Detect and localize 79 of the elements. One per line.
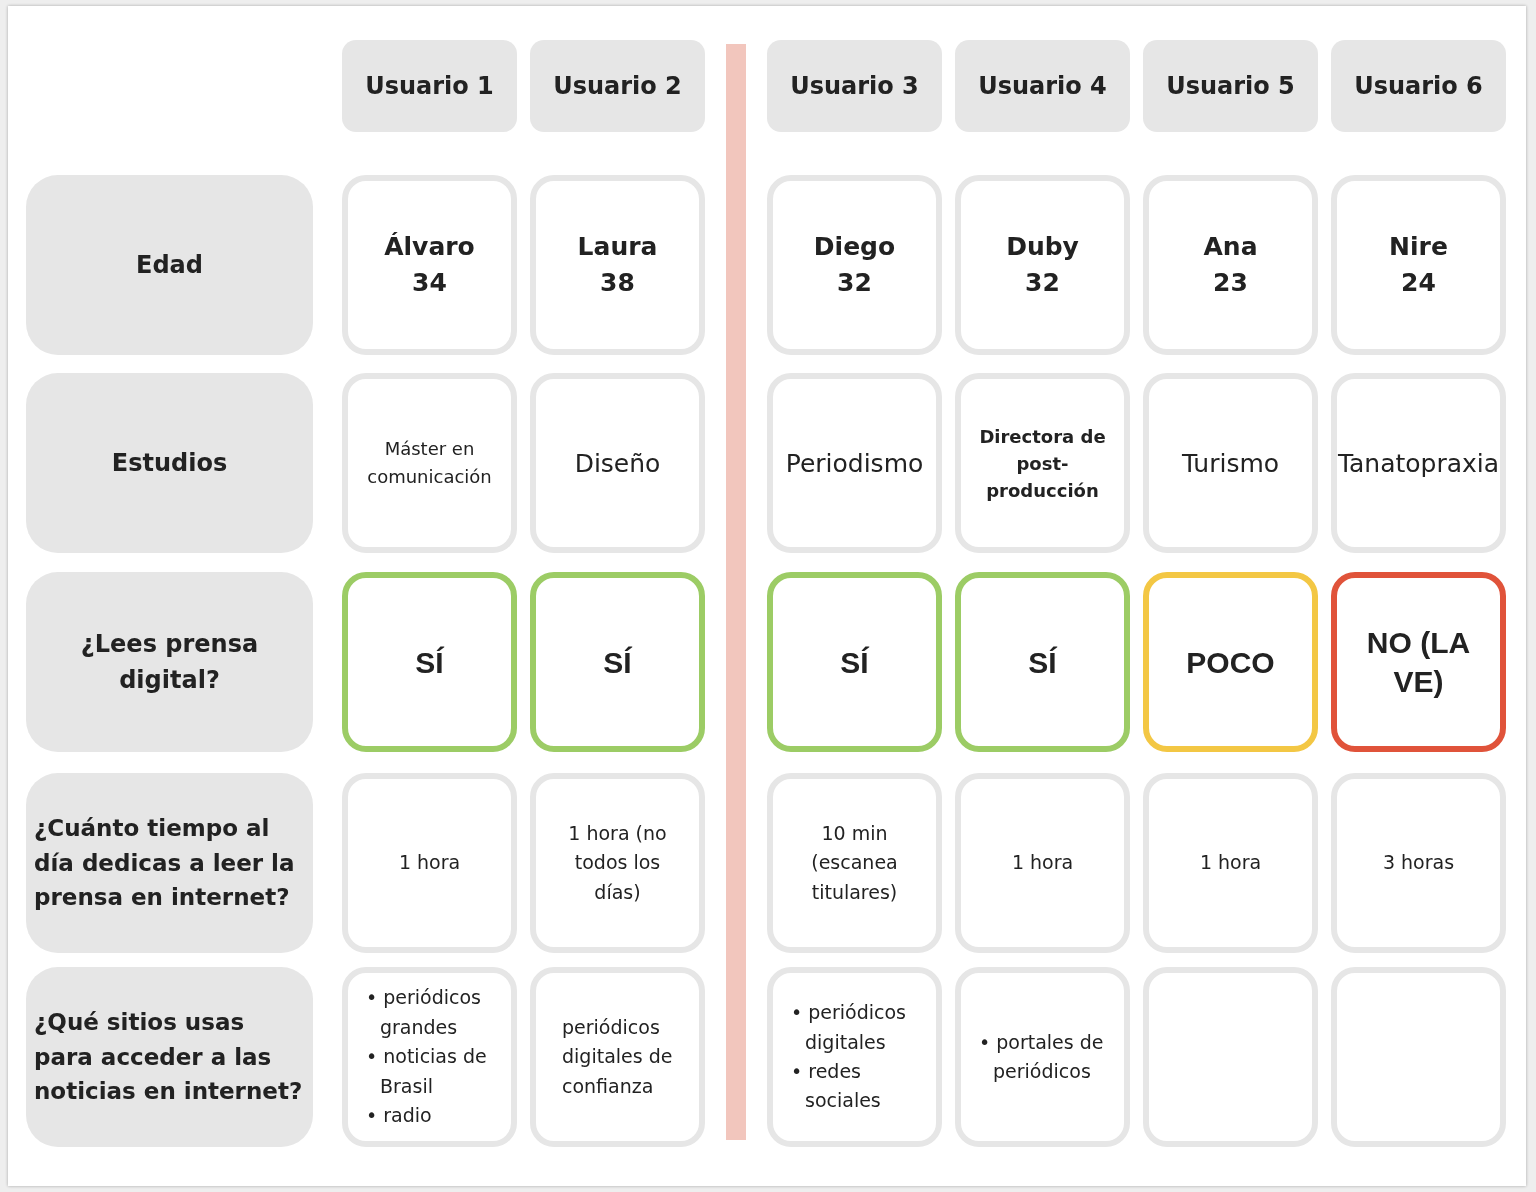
cell-text: 32 [1025,267,1060,299]
info-card [767,773,942,953]
cell-text: Diego [813,230,896,263]
column-header: Usuario 3 [767,40,942,132]
info-card [1331,773,1506,953]
cell-text: periódicos digitales de confianza [561,1014,674,1099]
row-header: Edad [26,175,313,355]
answer-card [342,572,517,752]
info-card [767,373,942,553]
info-card [1331,373,1506,553]
cell-text: 1 hora [398,850,461,876]
list-item: • radio [366,1103,433,1129]
cell-text: Máster en comunicación [366,437,493,489]
cell-text: 34 [412,267,447,299]
info-card [342,175,517,355]
cell-text: Ana [1203,230,1258,263]
answer-text: SÍ [415,644,444,681]
row-header: ¿Cuánto tiempo al día dedicas a leer la prensa en internet? [26,773,313,953]
cell-text: Periodismo [785,447,924,480]
info-card [530,175,705,355]
info-card [342,373,517,553]
column-header: Usuario 2 [530,40,705,132]
answer-card [1331,572,1506,752]
column-header: Usuario 4 [955,40,1130,132]
cell-text: Duby [1006,230,1079,263]
info-card [1331,175,1506,355]
answer-text: NO (LA VE) [1365,625,1472,700]
cell-text: 1 hora [1011,850,1074,876]
cell-text: 1 hora (no todos los días) [567,820,668,905]
cell-text: 32 [837,267,872,299]
row-header: Estudios [26,373,313,553]
list-item: • noticias de Brasil [366,1044,488,1099]
info-card [955,373,1130,553]
divider-bar [726,44,746,1140]
info-card [530,373,705,553]
cell-text: 24 [1401,267,1436,299]
cell-text: Laura [577,230,658,263]
info-card [530,967,705,1147]
cell-text: Directora de post-producción [978,424,1107,503]
list-item: • portales de periódicos [979,1029,1105,1084]
answer-card [530,572,705,752]
info-card [1143,373,1318,553]
answer-text: POCO [1186,644,1275,681]
list-item: • periódicos digitales [791,1000,908,1055]
cell-text: Nire [1389,230,1448,263]
cell-text: 38 [600,267,635,299]
row-header: ¿Lees prensa digital? [26,572,313,752]
column-header: Usuario 5 [1143,40,1318,132]
empty-card [1331,967,1506,1147]
info-card [342,967,517,1147]
info-card [1143,175,1318,355]
cell-text: 3 horas [1382,850,1455,876]
answer-card [955,572,1130,752]
cell-text: Diseño [574,447,661,480]
info-card [955,175,1130,355]
info-card [767,175,942,355]
list-item: • redes sociales [791,1059,882,1114]
info-card [955,967,1130,1147]
column-header: Usuario 6 [1331,40,1506,132]
answer-text: SÍ [603,644,632,681]
empty-card [1143,967,1318,1147]
info-card [767,967,942,1147]
column-header: Usuario 1 [342,40,517,132]
info-card [342,773,517,953]
cell-text: Álvaro [384,230,475,263]
answer-card [767,572,942,752]
cell-text: 23 [1213,267,1248,299]
row-header: ¿Qué sitios usas para acceder a las noticias en internet? [26,967,313,1147]
answer-card [1143,572,1318,752]
cell-text: 1 hora [1199,850,1262,876]
info-card [1143,773,1318,953]
info-card [955,773,1130,953]
answer-text: SÍ [840,644,869,681]
list-item: • periódicos grandes [366,985,483,1040]
cell-text: Turismo [1181,447,1280,480]
cell-text: 10 min (escanea titulares) [810,820,899,905]
answer-text: SÍ [1028,644,1057,681]
info-card [530,773,705,953]
cell-text: Tanatopraxia [1337,447,1500,480]
